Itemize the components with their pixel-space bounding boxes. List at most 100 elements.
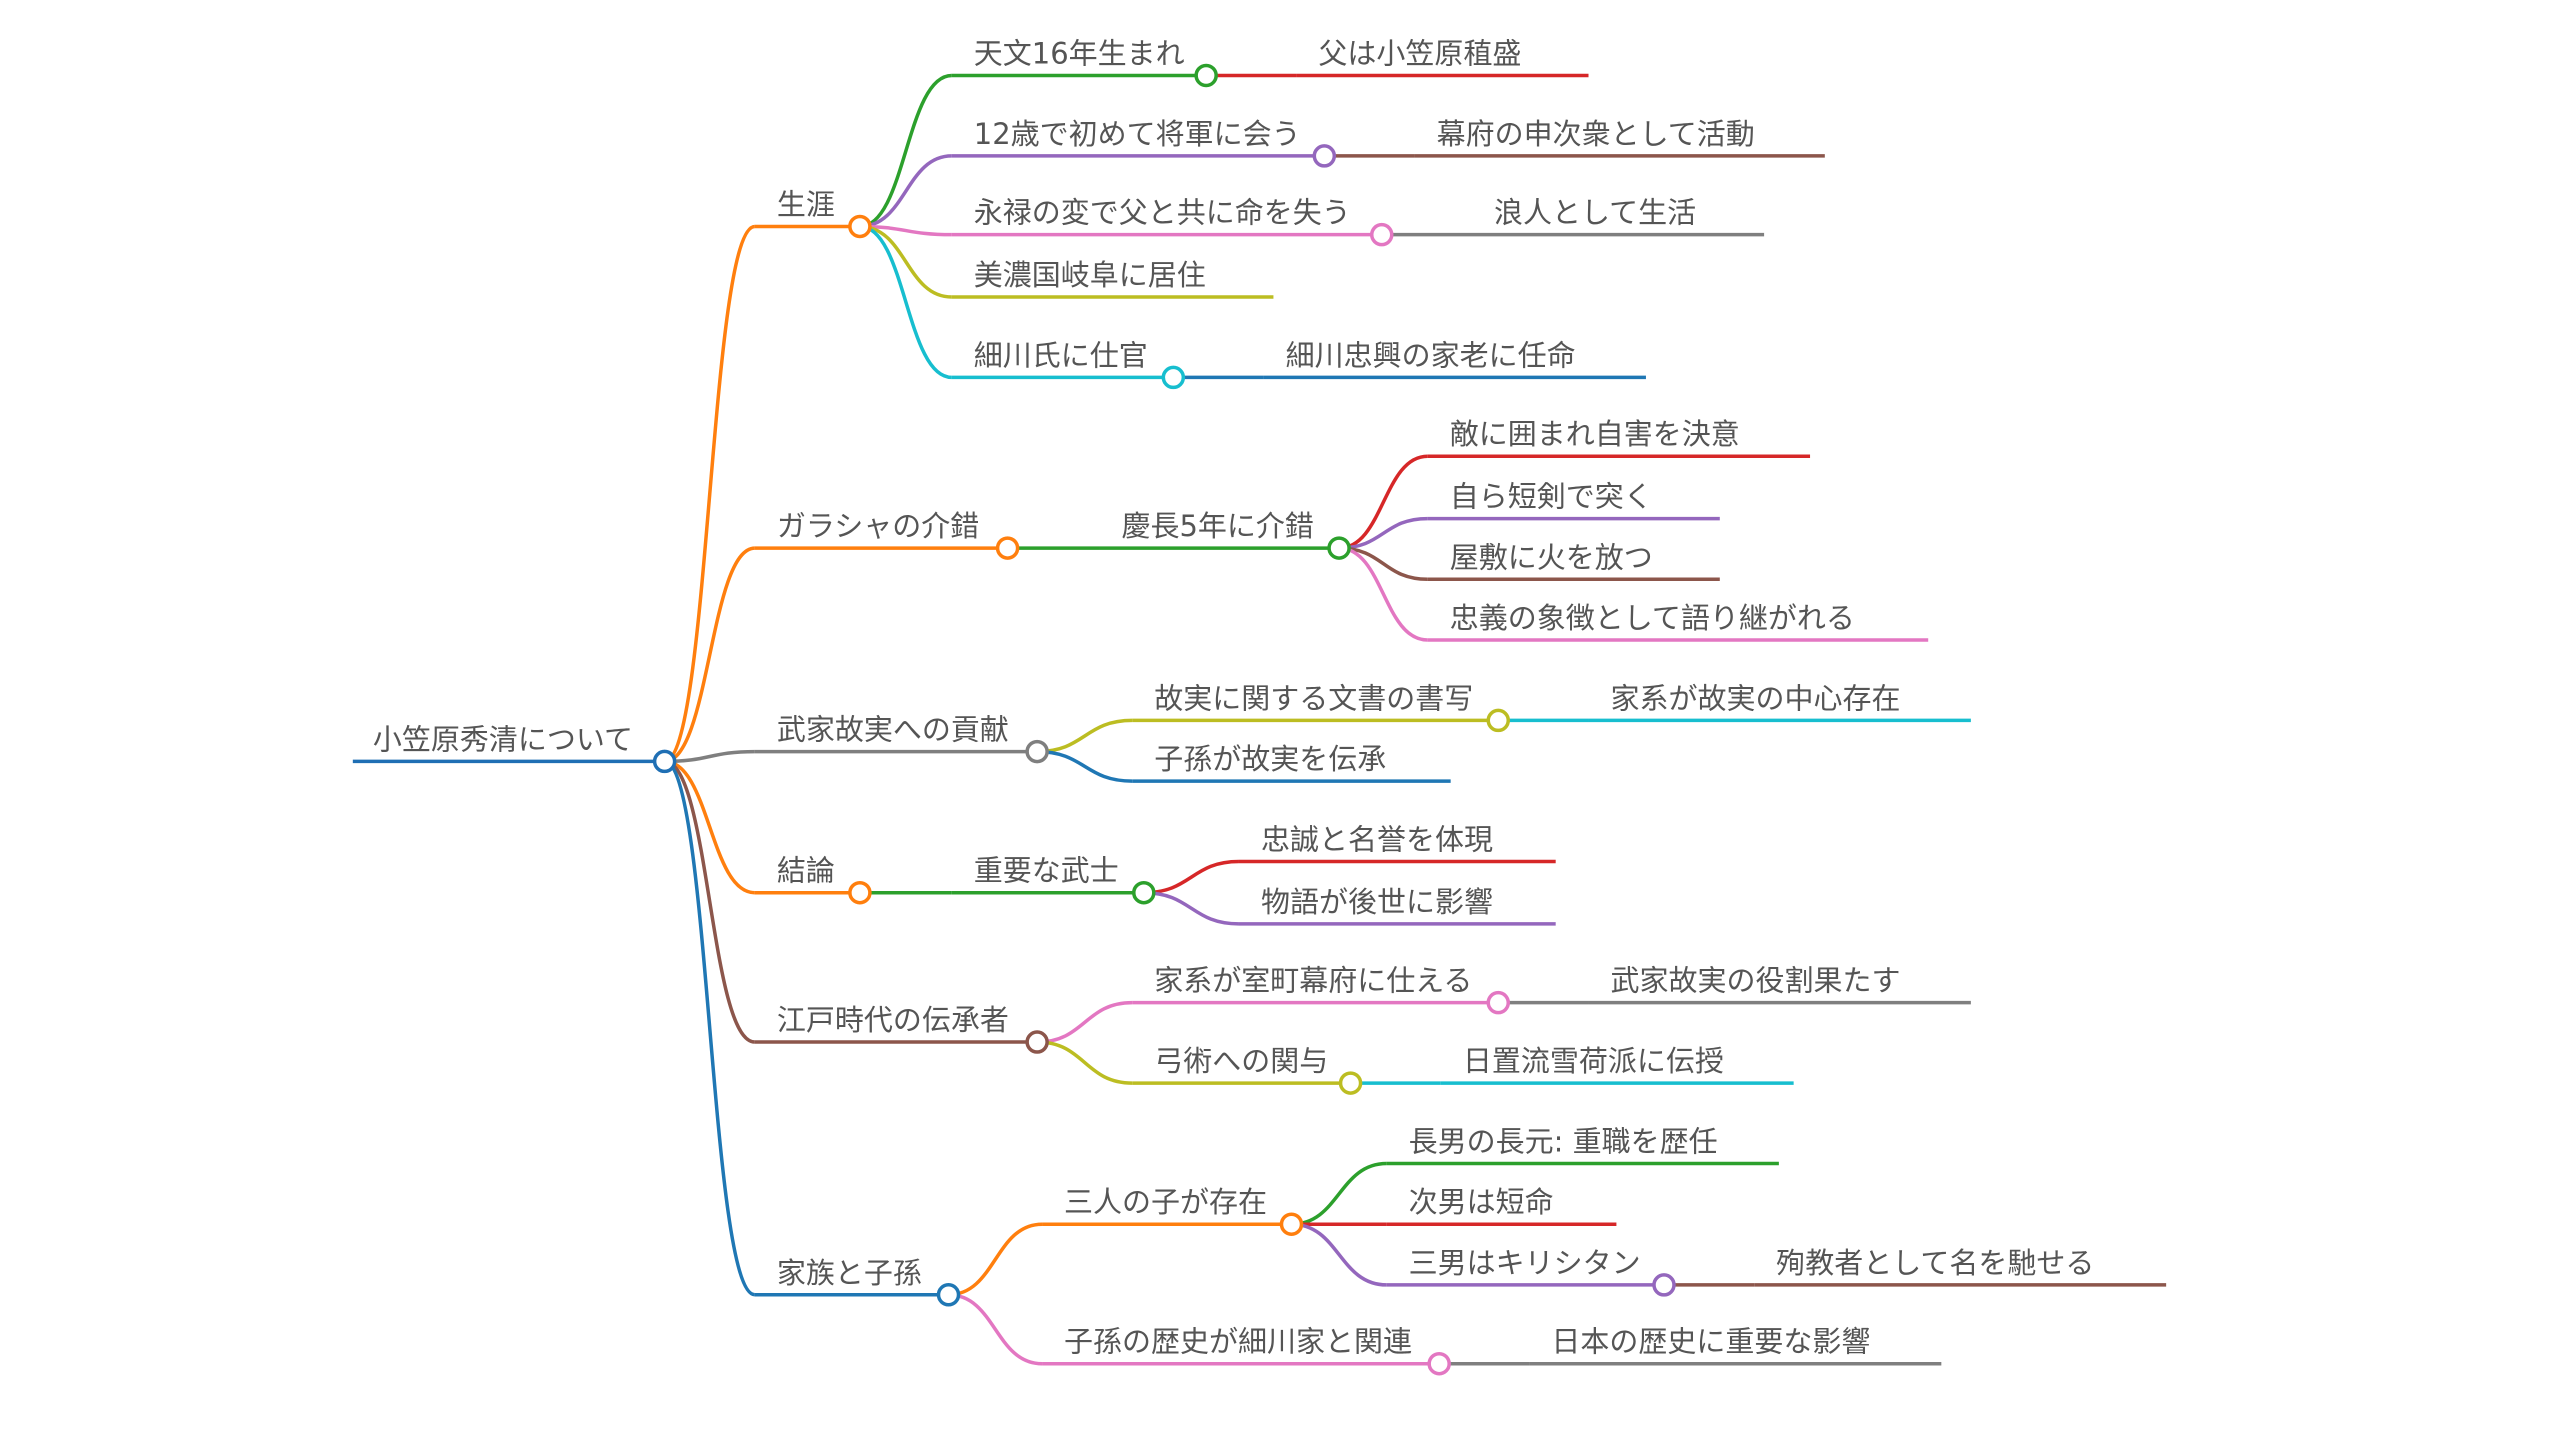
node-label: 美濃国岐阜に居住 xyxy=(974,258,1206,292)
node-label: 浪人として生活 xyxy=(1494,196,1696,230)
connector-line xyxy=(664,759,756,895)
node-label: 弓術への関与 xyxy=(1154,1044,1328,1078)
node-label: 武家故実の役割果たす xyxy=(1611,964,1901,998)
node-label: 天文16年生まれ xyxy=(974,36,1185,70)
connector-line xyxy=(1037,718,1133,754)
connector-line xyxy=(663,759,756,1297)
connector-line xyxy=(1037,1000,1133,1044)
node-label: 江戸時代の伝承者 xyxy=(777,1003,1009,1037)
node-a3a[interactable]: 浪人として生活 xyxy=(1472,196,1765,237)
collapse-toggle-icon[interactable] xyxy=(1338,1071,1363,1095)
connector-line xyxy=(664,224,756,764)
collapse-toggle-icon[interactable] xyxy=(652,749,677,774)
node-label: 幕府の申次衆として活動 xyxy=(1437,117,1755,151)
node-f1a[interactable]: 長男の長元: 重職を歴任 xyxy=(1386,1124,1779,1166)
node-e[interactable]: 江戸時代の伝承者 xyxy=(754,1003,1049,1054)
node-a1[interactable]: 天文16年生まれ xyxy=(951,36,1218,88)
node-e1a[interactable]: 武家故実の役割果たす xyxy=(1588,964,1971,1005)
node-label: 長男の長元: 重職を歴任 xyxy=(1409,1124,1718,1158)
node-label: 12歳で初めて将軍に会う xyxy=(974,117,1301,151)
connector-line xyxy=(1338,454,1428,550)
node-label: 細川忠興の家老に任命 xyxy=(1286,338,1576,372)
connector-line xyxy=(1143,859,1239,895)
node-a2[interactable]: 12歳で初めて将軍に会う xyxy=(951,117,1337,168)
node-b1[interactable]: 慶長5年に介錯 xyxy=(1099,509,1351,560)
connector-line xyxy=(1143,890,1239,926)
node-label: 子孫が故実を伝承 xyxy=(1154,742,1386,776)
node-label: 物語が後世に影響 xyxy=(1261,885,1493,919)
collapse-toggle-icon[interactable] xyxy=(1312,144,1337,168)
collapse-toggle-icon[interactable] xyxy=(1327,536,1351,560)
node-root[interactable]: 小笠原秀清について xyxy=(352,722,677,774)
node-label: 子孫の歴史が細川家と関連 xyxy=(1064,1325,1412,1359)
connector-line xyxy=(664,759,756,1044)
node-c2[interactable]: 子孫が故実を伝承 xyxy=(1132,742,1451,783)
node-c1[interactable]: 故実に関する文書の書写 xyxy=(1132,681,1511,733)
node-d1[interactable]: 重要な武士 xyxy=(951,854,1156,905)
collapse-toggle-icon[interactable] xyxy=(1486,990,1511,1015)
connector-line xyxy=(1037,749,1133,783)
node-label: 屋敷に火を放つ xyxy=(1450,540,1653,574)
node-c[interactable]: 武家故実への貢献 xyxy=(754,713,1049,764)
collapse-toggle-icon[interactable] xyxy=(848,880,872,905)
collapse-toggle-icon[interactable] xyxy=(1132,880,1156,905)
node-label: 故実に関する文書の書写 xyxy=(1154,681,1473,715)
node-f1c1[interactable]: 殉教者として名を馳せる xyxy=(1754,1246,2167,1287)
collapse-toggle-icon[interactable] xyxy=(936,1283,961,1307)
node-label: 忠誠と名誉を体現 xyxy=(1261,823,1493,857)
collapse-toggle-icon[interactable] xyxy=(1369,222,1394,247)
node-label: 次男は短命 xyxy=(1409,1185,1554,1219)
node-b1c[interactable]: 屋敷に火を放つ xyxy=(1427,540,1720,582)
node-label: 三男はキリシタン xyxy=(1409,1246,1641,1280)
collapse-toggle-icon[interactable] xyxy=(1025,739,1049,764)
node-f1[interactable]: 三人の子が存在 xyxy=(1042,1185,1304,1236)
collapse-toggle-icon[interactable] xyxy=(1025,1030,1049,1054)
node-label: 重要な武士 xyxy=(974,854,1119,888)
connector-line xyxy=(859,224,952,237)
node-a5a[interactable]: 細川忠興の家老に任命 xyxy=(1263,338,1646,380)
node-b[interactable]: ガラシャの介錯 xyxy=(754,509,1020,560)
node-a4[interactable]: 美濃国岐阜に居住 xyxy=(951,258,1274,299)
collapse-toggle-icon[interactable] xyxy=(848,214,872,239)
connector-line xyxy=(1037,1040,1133,1085)
collapse-toggle-icon[interactable] xyxy=(1161,365,1186,390)
node-d1b[interactable]: 物語が後世に影響 xyxy=(1238,885,1556,926)
collapse-toggle-icon[interactable] xyxy=(1652,1273,1676,1297)
node-label: 三人の子が存在 xyxy=(1064,1185,1267,1219)
node-label: 日本の歴史に重要な影響 xyxy=(1551,1325,1870,1359)
node-label: 自ら短剣で突く xyxy=(1450,480,1653,514)
collapse-toggle-icon[interactable] xyxy=(995,536,1020,560)
connector-line xyxy=(859,224,952,299)
node-a3[interactable]: 永禄の変で父と共に命を失う xyxy=(951,196,1394,247)
node-f1c[interactable]: 三男はキリシタン xyxy=(1386,1246,1676,1297)
node-a[interactable]: 生涯 xyxy=(754,187,872,239)
collapse-toggle-icon[interactable] xyxy=(1486,708,1511,733)
node-f2[interactable]: 子孫の歴史が細川家と関連 xyxy=(1042,1325,1451,1376)
collapse-toggle-icon[interactable] xyxy=(1194,63,1218,88)
node-label: 家系が故実の中心存在 xyxy=(1611,681,1901,715)
node-a2a[interactable]: 幕府の申次衆として活動 xyxy=(1414,117,1825,158)
node-label: 殉教者として名を馳せる xyxy=(1776,1246,2094,1280)
node-a1a[interactable]: 父は小笠原稙盛 xyxy=(1296,36,1589,78)
collapse-toggle-icon[interactable] xyxy=(1427,1351,1451,1376)
connector-line xyxy=(859,224,953,380)
collapse-toggle-icon[interactable] xyxy=(1279,1212,1304,1236)
node-d[interactable]: 結論 xyxy=(754,854,872,905)
node-b1a[interactable]: 敵に囲まれ自害を決意 xyxy=(1427,417,1811,458)
node-a5[interactable]: 細川氏に仕官 xyxy=(951,338,1186,390)
node-label: 武家故実への貢献 xyxy=(777,713,1009,747)
node-b1d[interactable]: 忠義の象徴として語り継がれる xyxy=(1427,601,1929,642)
node-f2a[interactable]: 日本の歴史に重要な影響 xyxy=(1529,1325,1942,1366)
node-f[interactable]: 家族と子孫 xyxy=(754,1256,961,1307)
node-label: 細川氏に仕官 xyxy=(974,338,1148,372)
node-label: 慶長5年に介錯 xyxy=(1121,509,1313,543)
node-e2[interactable]: 弓術への関与 xyxy=(1132,1044,1363,1095)
node-c1a[interactable]: 家系が故実の中心存在 xyxy=(1588,681,1971,723)
node-f1b[interactable]: 次男は短命 xyxy=(1386,1185,1617,1226)
node-label: ガラシャの介錯 xyxy=(777,509,979,543)
node-b1b[interactable]: 自ら短剣で突く xyxy=(1427,480,1720,521)
node-d1a[interactable]: 忠誠と名誉を体現 xyxy=(1238,823,1556,864)
node-e2a[interactable]: 日置流雪荷派に伝授 xyxy=(1440,1044,1794,1085)
node-e1[interactable]: 家系が室町幕府に仕える xyxy=(1132,964,1511,1015)
